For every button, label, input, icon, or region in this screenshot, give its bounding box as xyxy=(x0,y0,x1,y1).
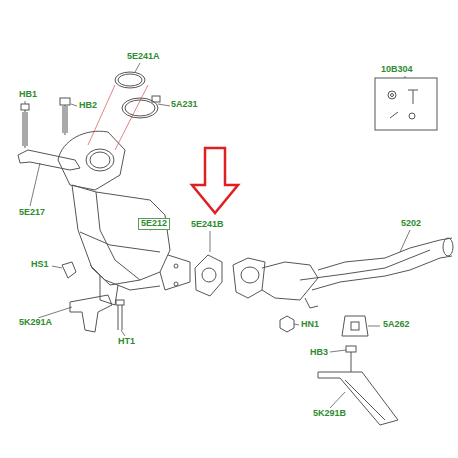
bracket xyxy=(70,295,112,332)
callout-number: HN1 xyxy=(300,320,320,330)
bracket xyxy=(18,150,80,170)
callout-number: HB2 xyxy=(78,101,98,111)
bolt xyxy=(346,346,356,372)
bolt xyxy=(21,104,29,148)
fixing-kit xyxy=(375,78,437,130)
callout-number: HB1 xyxy=(18,90,38,100)
callout-number: 5E241B xyxy=(190,220,225,230)
gasket xyxy=(195,255,222,296)
callout-number: 5E217 xyxy=(18,208,46,218)
pointer-arrow xyxy=(192,148,238,213)
callout-number: 5K291A xyxy=(18,318,53,328)
bolt xyxy=(60,98,70,135)
nut xyxy=(280,316,294,332)
rubber-hanger xyxy=(342,316,368,336)
callout-number: HS1 xyxy=(30,260,50,270)
boxed-callout: 5E212 xyxy=(138,218,170,230)
callout-number: 10B304 xyxy=(380,65,414,75)
callout-number: HB3 xyxy=(309,348,329,358)
callout-number: HT1 xyxy=(117,337,136,347)
exhaust-pipe xyxy=(233,238,453,308)
catalytic-converter xyxy=(58,131,190,305)
seal-ring xyxy=(115,72,145,88)
leader-lines xyxy=(25,63,410,408)
callout-number: 5202 xyxy=(400,219,422,229)
clip xyxy=(62,262,76,278)
stud xyxy=(116,300,124,330)
callout-number: 5A231 xyxy=(170,100,199,110)
callout-number: 5A262 xyxy=(382,320,411,330)
callout-number: 5E241A xyxy=(126,52,161,62)
callout-number: 5K291B xyxy=(312,409,347,419)
callout-number: 5E212 xyxy=(141,218,167,228)
